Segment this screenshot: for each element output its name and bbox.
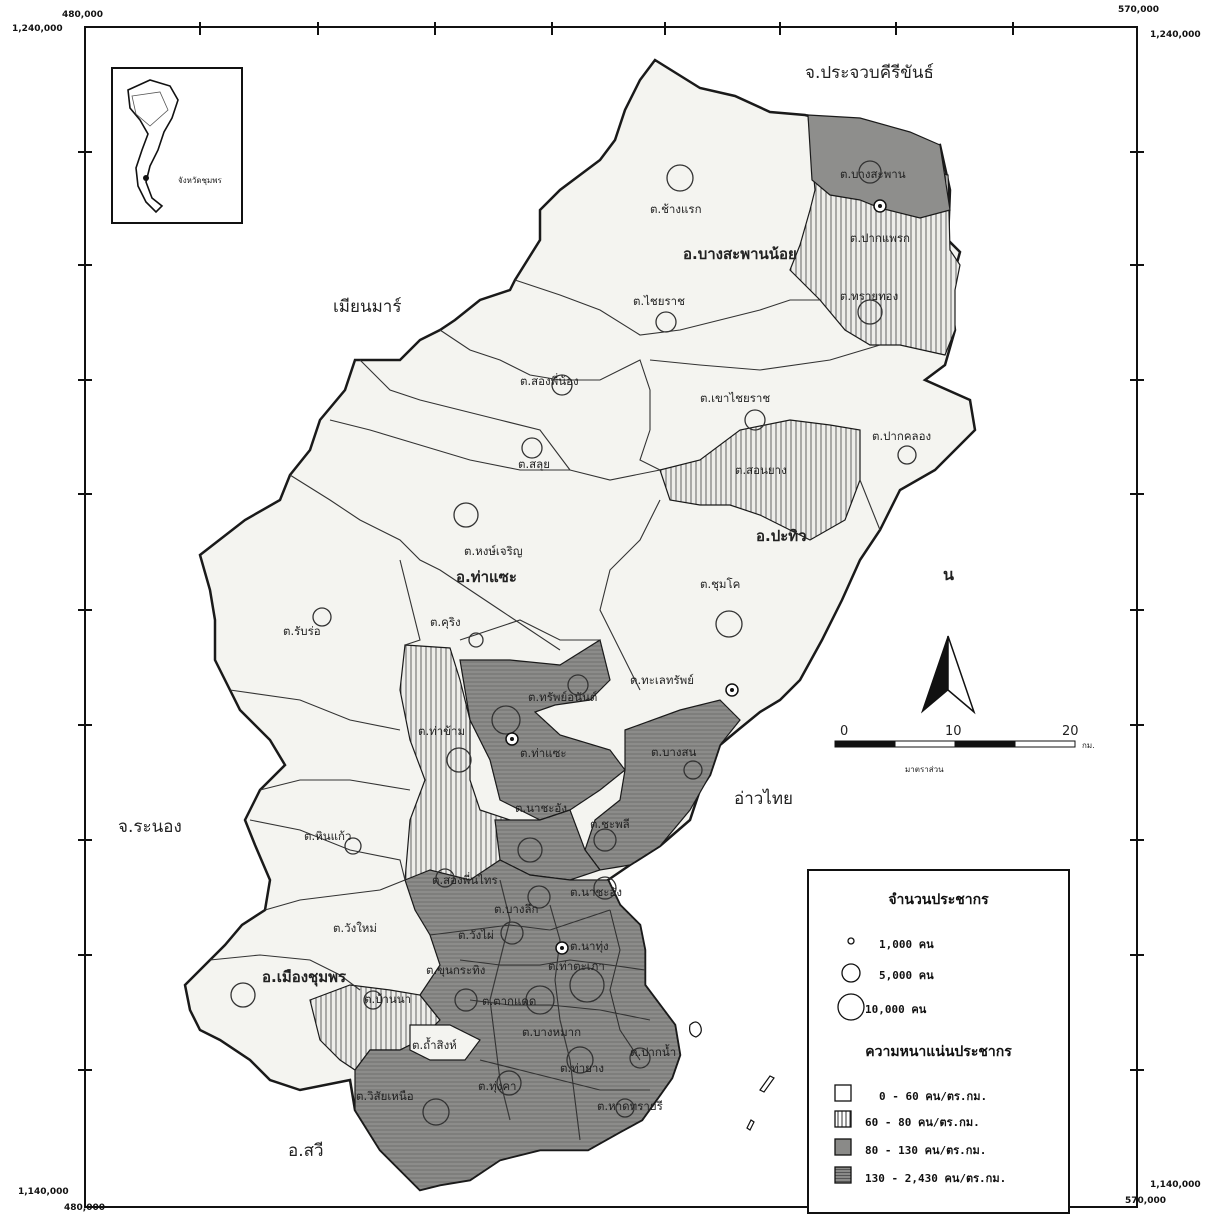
district-seat-markers xyxy=(505,199,887,955)
legend-population-symbols xyxy=(837,937,865,1021)
scale-tick-0: 0 xyxy=(840,724,848,739)
coord-right-top-y: 1,240,000 xyxy=(1150,30,1201,40)
label-bang-mak: ต.บางหมาก xyxy=(522,1025,581,1039)
inset-marker xyxy=(143,175,149,181)
scale-tick-20: 20 xyxy=(1062,724,1079,739)
label-district-tha-sae: อ.ท่าแซะ xyxy=(456,568,517,586)
label-song-phi-nong: ต.สองพี่น้อง xyxy=(520,373,579,388)
map-frame xyxy=(84,26,1138,1208)
label-tha-taphao: ต.ท่าตะเภา xyxy=(548,959,605,973)
label-bang-luk: ต.บางลึก xyxy=(494,902,539,916)
label-ban-na: ต.บ้านนา xyxy=(364,992,411,1006)
label-myanmar: เมียนมาร์ xyxy=(333,297,401,317)
subdistrict-boundaries xyxy=(209,279,881,1141)
inset-thailand-shape xyxy=(127,79,179,214)
label-wang-mai: ต.วังใหม่ xyxy=(333,921,377,935)
label-district-bang-saphan-noi: อ.บางสะพานน้อย xyxy=(683,245,797,263)
label-district-mueang: อ.เมืองชุมพร xyxy=(262,968,347,987)
label-ranong: จ.ระนอง xyxy=(118,817,182,837)
legend-density-130-2430: 130 - 2,430 คน/ตร.กม. xyxy=(865,1172,1007,1185)
label-sonyang: ต.สอนยาง xyxy=(735,463,787,477)
scale-unit: กม. xyxy=(1082,741,1095,750)
legend-pop-5000: 5,000 คน xyxy=(879,969,934,982)
coord-top-right-x: 570,000 xyxy=(1118,5,1159,15)
label-khao-chai-rat: ต.เขาไชยราช xyxy=(700,391,770,405)
label-salui: ต.สลุย xyxy=(518,457,550,471)
legend-pop-1000: 1,000 คน xyxy=(879,938,934,951)
label-sai-thong: ต.ทรายทอง xyxy=(840,289,898,303)
label-prachuap: จ.ประจวบคีรีขันธ์ xyxy=(805,63,934,83)
area-tham-sing-light xyxy=(409,1024,481,1061)
legend-pop-10000: 10,000 คน xyxy=(865,1003,927,1016)
area-bang-son-dark xyxy=(584,699,741,871)
legend-density-title: ความหนาแน่นประชากร xyxy=(865,1044,1012,1060)
legend-density-60-80: 60 - 80 คน/ตร.กม. xyxy=(865,1116,980,1129)
label-na-pho: ต.นาชะอัง xyxy=(515,801,567,815)
label-chum-kho: ต.ชุมโค xyxy=(700,577,740,591)
label-wang-phai: ต.วังไผ่ xyxy=(458,928,494,942)
north-arrow-label: น xyxy=(943,565,954,584)
label-tha-sae: ต.ท่าแซะ xyxy=(520,746,567,760)
label-pak-khlong: ต.ปากคลอง xyxy=(872,429,931,443)
label-gulf-of-thailand: อ่าวไทย xyxy=(734,788,793,809)
coord-top-left-x: 480,000 xyxy=(62,10,103,20)
label-na-thung: ต.นาทุ่ง xyxy=(570,939,609,953)
coord-right-bottom-y: 1,140,000 xyxy=(1150,1180,1201,1190)
label-district-pathio: อ.ปะทิว xyxy=(756,527,807,545)
label-thale-sap: ต.ทะเลทรัพย์ xyxy=(630,673,694,687)
scale-tick-10: 10 xyxy=(945,724,962,739)
coord-left-top-y: 1,240,000 xyxy=(12,24,63,34)
label-chaphli: ต.ชะพลี xyxy=(590,817,630,831)
area-tha-sae-dark xyxy=(459,639,626,821)
label-hat-sai-ri: ต.หาดทรายรี xyxy=(597,1099,663,1113)
island xyxy=(746,1119,755,1131)
scale-caption: มาตราส่วน xyxy=(905,765,944,774)
label-khao-thalu: ต.สองพี่นไทร xyxy=(432,872,498,887)
frame-ticks xyxy=(78,22,1144,1071)
population-symbols xyxy=(230,160,917,1126)
scale-bar: 0 10 20 กม. มาตราส่วน xyxy=(834,724,1095,774)
label-chai-rat: ต.ไชยราช xyxy=(633,294,685,308)
label-pak-nam: ต.ปากน้ำ xyxy=(630,1044,676,1059)
legend: จำนวนประชากร 1,000 คน 5,000 คน 10,000 คน… xyxy=(807,869,1070,1214)
label-hong-charoen: ต.หงษ์เจริญ xyxy=(464,544,523,558)
label-bang-saphan: ต.บางสะพาน xyxy=(840,167,906,181)
legend-density-80-130: 80 - 130 คน/ตร.กม. xyxy=(865,1144,987,1157)
island xyxy=(759,1075,775,1093)
label-rup-ro: ต.รับร่อ xyxy=(283,624,321,638)
legend-population-title: จำนวนประชากร xyxy=(888,892,989,908)
coord-bottom-right-x: 570,000 xyxy=(1125,1196,1166,1206)
label-thung-kha: ต.ทุ่งคา xyxy=(478,1079,516,1093)
label-chang-raek: ต.ช้างแรก xyxy=(650,202,702,216)
area-sonyang-hatch xyxy=(659,419,861,541)
label-tham-sing: ต.ถ้ำสิงห์ xyxy=(412,1037,457,1052)
label-tak-daet: ต.ตากแดด xyxy=(482,994,536,1008)
coord-left-bottom-y: 1,140,000 xyxy=(18,1187,69,1197)
legend-density-0-60: 0 - 60 คน/ตร.กม. xyxy=(879,1090,988,1103)
label-hin-kaeo: ต.หินแก้ว xyxy=(304,829,351,843)
label-pak-phraek: ต.ปากแพรก xyxy=(850,231,910,245)
label-tha-kham: ต.ท่าข้าม xyxy=(418,724,465,738)
label-bang-son: ต.บางสน xyxy=(651,745,697,759)
label-khun-krathing: ต.ขุนกระทิง xyxy=(426,963,485,977)
label-tha-yang: ต.ท่ายาง xyxy=(560,1061,604,1075)
legend-density-swatches xyxy=(834,1084,852,1184)
label-nachaang: ต.นาชะอัง xyxy=(570,885,622,899)
label-khuring: ต.คุริง xyxy=(430,615,461,629)
island xyxy=(689,1021,702,1038)
label-sap-anan: ต.ทรัพย์อนันต์ xyxy=(528,690,597,704)
north-arrow-icon xyxy=(920,635,949,714)
label-wisai-nuea: ต.วิสัยเหนือ xyxy=(356,1089,414,1103)
inset-label: จังหวัดชุมพร xyxy=(178,176,223,185)
label-sawi: อ.สวี xyxy=(288,1141,324,1161)
